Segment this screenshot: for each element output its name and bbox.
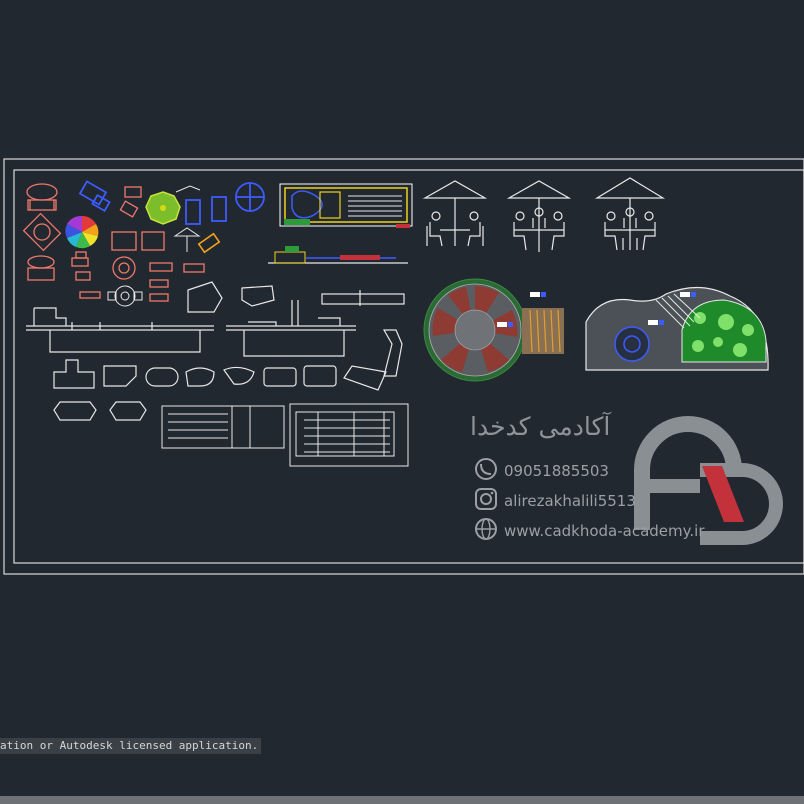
command-input-bar[interactable]: [0, 796, 804, 804]
watermark-instagram: alirezakhalili5513: [504, 492, 636, 510]
multicolor-umbrella: [65, 215, 99, 249]
instagram-icon: [475, 488, 497, 510]
pool-plan: [268, 183, 413, 264]
deck-plans: [161, 403, 409, 467]
globe-icon: [475, 518, 497, 540]
inner-frame: [13, 169, 804, 564]
circular-plaza: [423, 278, 564, 382]
academy-logo: [634, 416, 783, 545]
furniture-blocks: [22, 180, 265, 307]
phone-icon: [475, 458, 497, 480]
umbrella-tables: [422, 177, 666, 252]
pool-sections: [26, 281, 405, 421]
command-line-history: ation or Autodesk licensed application.: [0, 738, 262, 754]
watermark-website: www.cadkhoda-academy.ir: [504, 522, 705, 540]
garden-plan: [585, 286, 769, 371]
outer-frame: [3, 158, 804, 575]
watermark-title: آکادمی کدخدا: [470, 412, 611, 441]
watermark-phone: 09051885503: [504, 462, 609, 480]
